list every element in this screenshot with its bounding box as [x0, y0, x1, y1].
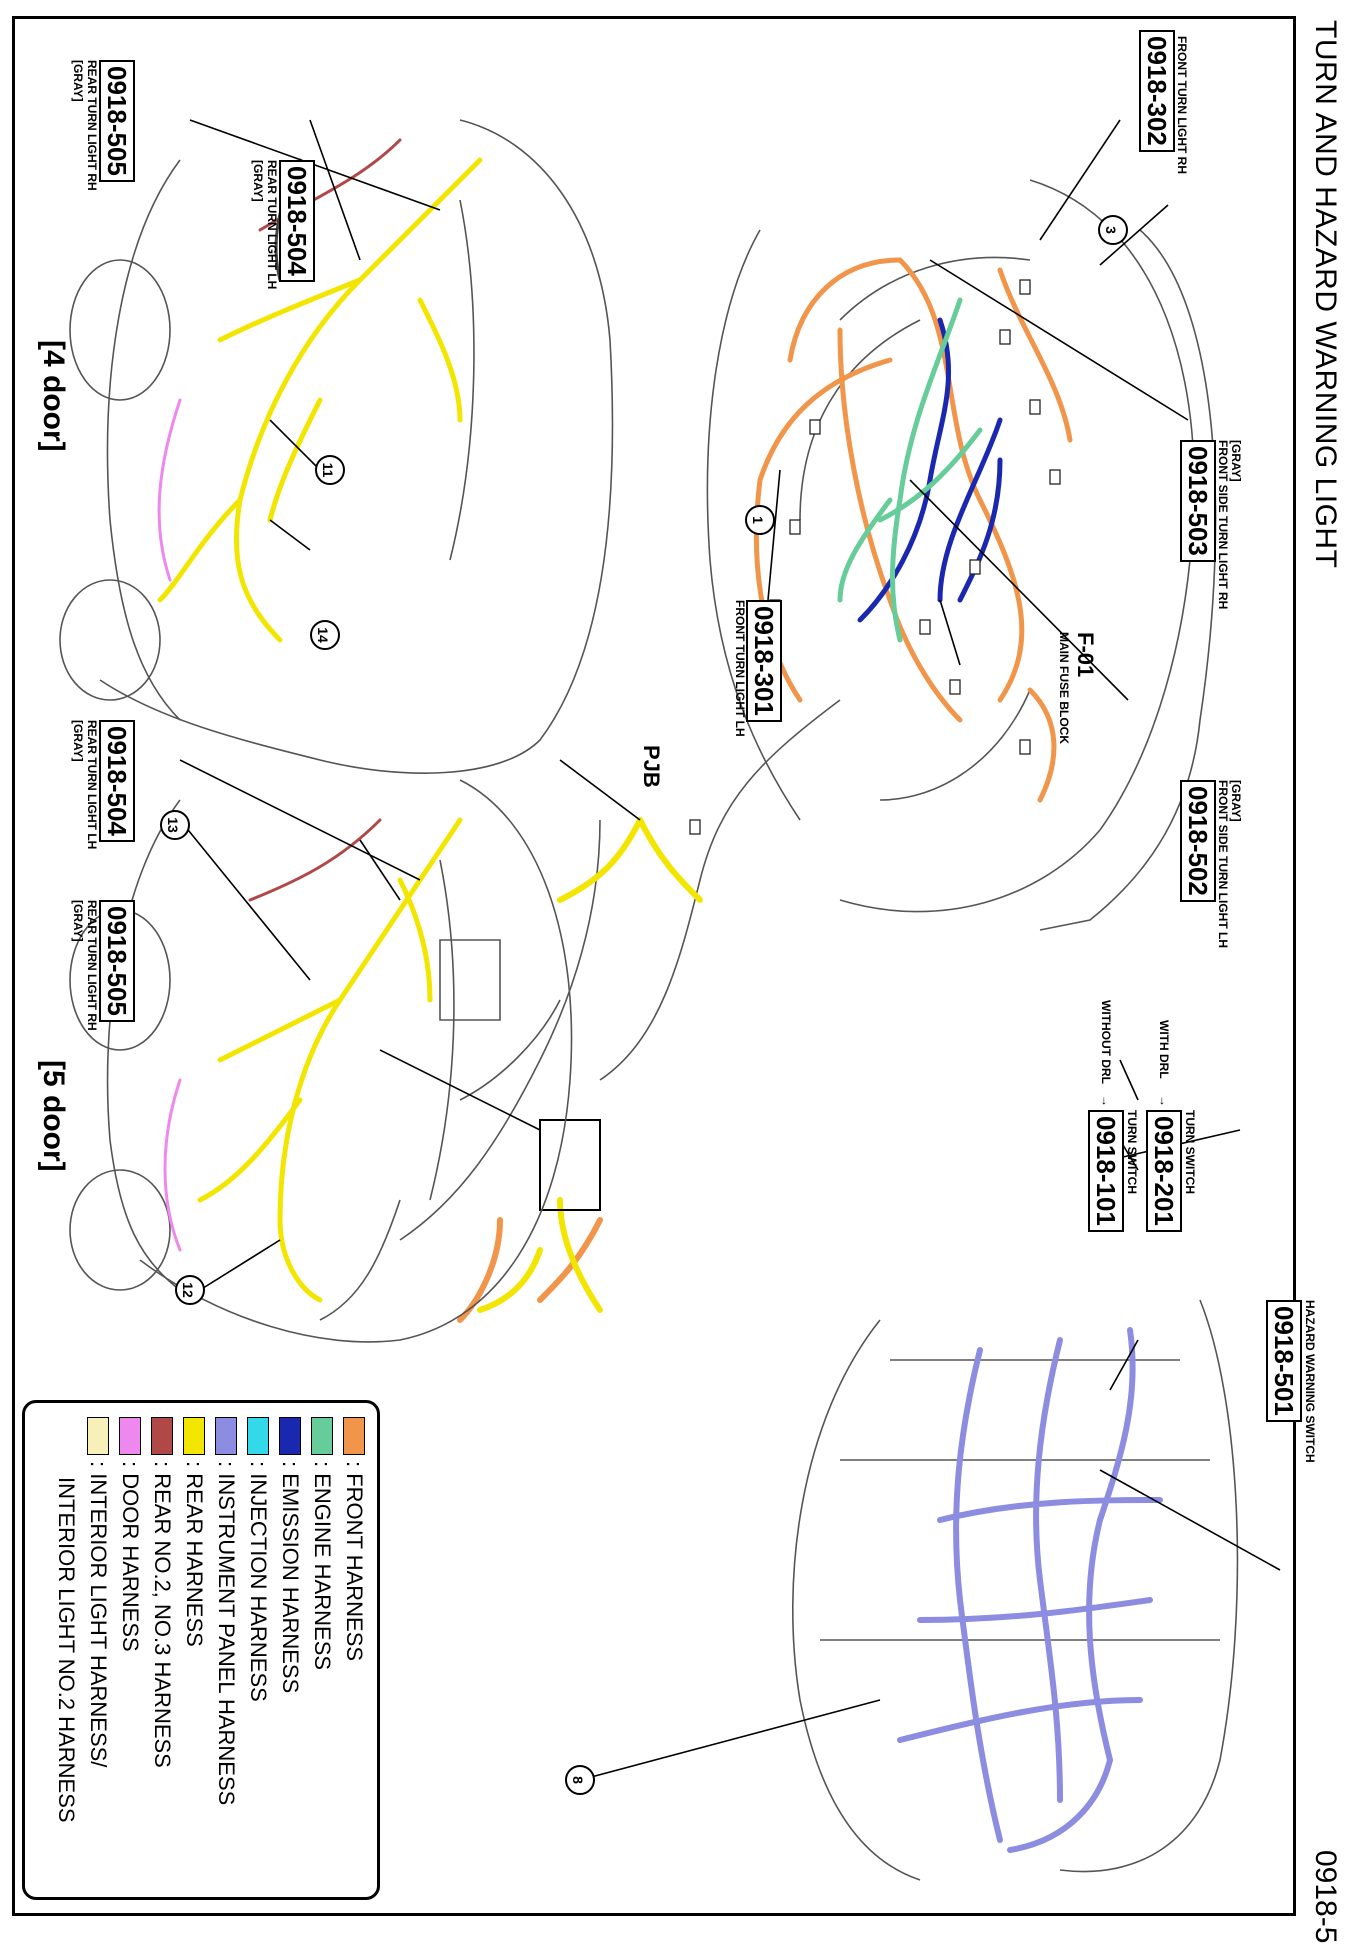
without-drl-arrow-icon: →	[1099, 1095, 1113, 1107]
circle-marker-14: 14	[310, 620, 340, 650]
with-drl-label: WITH DRL	[1157, 1020, 1171, 1079]
legend-label: : EMISSION HARNESS	[278, 1461, 303, 1694]
legend-label: : INSTRUMENT PANEL HARNESS	[214, 1461, 239, 1806]
with-drl-arrow-icon: →	[1157, 1095, 1171, 1107]
connector-caption-0918-501: HAZARD WARNING SWITCH	[1303, 1300, 1317, 1463]
connector-code-0918-501[interactable]: 0918-501	[1266, 1300, 1302, 1422]
legend-label: : FRONT HARNESS	[342, 1461, 367, 1662]
five-door-other-wires	[163, 818, 382, 1252]
circle-marker-1: 1	[745, 505, 775, 535]
connector-code-0918-504-4door[interactable]: 0918-504	[279, 160, 315, 282]
circle-marker-8: 8	[565, 1765, 595, 1795]
five-door-car-outline	[69, 779, 573, 1343]
connector-caption-0918-302: FRONT TURN LIGHT RH	[1175, 36, 1189, 174]
connector-caption-0918-504-5door: REAR TURN LIGHT LH	[85, 720, 99, 850]
connector-caption-0918-505-5door: REAR TURN LIGHT RH	[85, 900, 99, 1031]
circle-marker-13: 13	[160, 810, 190, 840]
five-door-rear-harness	[197, 817, 463, 1303]
legend-swatch	[247, 1417, 269, 1455]
legend-swatch	[87, 1417, 109, 1455]
connector-caption-0918-504-4door: REAR TURN LIGHT LH	[265, 160, 279, 290]
legend-swatch	[311, 1417, 333, 1455]
connector-caption-color-0918-505-4door: [GRAY]	[71, 60, 85, 102]
connector-code-0918-201[interactable]: 0918-201	[1146, 1110, 1182, 1232]
fuse-block-code[interactable]: F-01	[1073, 632, 1098, 678]
connector-code-0918-101[interactable]: 0918-101	[1088, 1110, 1124, 1232]
pjb-box	[539, 1119, 601, 1211]
legend-swatch	[151, 1417, 173, 1455]
connector-caption-0918-505-4door: REAR TURN LIGHT RH	[85, 60, 99, 191]
four-door-car-outline	[59, 119, 614, 774]
legend-row: : DOOR HARNESS	[117, 1417, 143, 1883]
pjb-label[interactable]: PJB	[639, 745, 664, 788]
legend-row: : INTERIOR LIGHT HARNESS/	[85, 1417, 111, 1883]
legend-swatch	[215, 1417, 237, 1455]
legend-row-continuation: INTERIOR LIGHT NO.2 HARNESS	[53, 1417, 79, 1883]
legend-row: : INSTRUMENT PANEL HARNESS	[213, 1417, 239, 1883]
legend-label: INTERIOR LIGHT NO.2 HARNESS	[54, 1477, 79, 1823]
legend-label: : DOOR HARNESS	[118, 1461, 143, 1652]
connector-caption-color-0918-505-5door: [GRAY]	[71, 900, 85, 942]
connector-caption-color-0918-504-5door: [GRAY]	[71, 720, 85, 762]
leader-lines	[179, 119, 1281, 1781]
legend-swatch	[183, 1417, 205, 1455]
connector-code-0918-504-5door[interactable]: 0918-504	[99, 720, 135, 842]
legend-row: : INJECTION HARNESS	[245, 1417, 271, 1883]
legend-label: : INTERIOR LIGHT HARNESS/	[86, 1461, 111, 1768]
legend-row: : REAR NO.2, NO.3 HARNESS	[149, 1417, 175, 1883]
legend-row: : FRONT HARNESS	[341, 1417, 367, 1883]
connector-caption-0918-201: TURN SWITCH	[1183, 1110, 1197, 1194]
legend-row: : REAR HARNESS	[181, 1417, 207, 1883]
connector-caption-0918-503: FRONT SIDE TURN LIGHT RH	[1216, 440, 1230, 610]
instrument-panel-outline	[791, 1299, 1239, 1881]
connector-code-0918-505-4door[interactable]: 0918-505	[99, 60, 135, 182]
connector-caption-0918-502: FRONT SIDE TURN LIGHT LH	[1216, 780, 1230, 948]
legend-swatch	[343, 1417, 365, 1455]
connector-code-0918-503[interactable]: 0918-503	[1180, 440, 1216, 562]
pjb-harness-wires	[457, 817, 703, 1323]
connector-code-0918-301[interactable]: 0918-301	[746, 600, 782, 722]
legend-label: : INJECTION HARNESS	[246, 1461, 271, 1702]
engine-bay-outline	[706, 179, 1217, 931]
without-drl-label: WITHOUT DRL	[1099, 1000, 1113, 1084]
legend-swatch	[279, 1417, 301, 1455]
five-door-label: [5 door]	[37, 1060, 70, 1172]
connector-caption-color-0918-503: [GRAY]	[1229, 440, 1243, 482]
four-door-label: [4 door]	[37, 340, 70, 452]
legend-label: : REAR NO.2, NO.3 HARNESS	[150, 1461, 175, 1768]
circle-marker-3: 3	[1098, 215, 1128, 245]
circle-marker-11: 11	[315, 455, 345, 485]
connector-caption-0918-101: TURN SWITCH	[1125, 1110, 1139, 1194]
instrument-panel-wires	[897, 1327, 1163, 1853]
connector-code-0918-502[interactable]: 0918-502	[1180, 780, 1216, 902]
connector-code-0918-505-5door[interactable]: 0918-505	[99, 900, 135, 1022]
four-door-rear-harness	[157, 157, 483, 643]
legend-swatch	[119, 1417, 141, 1455]
engine-harness-wires	[753, 257, 1073, 803]
connector-caption-0918-301: FRONT TURN LIGHT LH	[733, 600, 747, 737]
engine-connectors	[689, 279, 1061, 835]
connector-code-0918-302[interactable]: 0918-302	[1139, 30, 1175, 152]
connector-caption-color-0918-502: [GRAY]	[1229, 780, 1243, 822]
legend-label: : REAR HARNESS	[182, 1461, 207, 1647]
legend-row: : ENGINE HARNESS	[309, 1417, 335, 1883]
fuse-block-caption: MAIN FUSE BLOCK	[1057, 632, 1071, 744]
connector-caption-color-0918-504-4door: [GRAY]	[251, 160, 265, 202]
legend-label: : ENGINE HARNESS	[310, 1461, 335, 1671]
legend-row: : EMISSION HARNESS	[277, 1417, 303, 1883]
circle-marker-12: 12	[175, 1275, 205, 1305]
pjb-area-outline	[319, 699, 841, 1321]
harness-color-legend: : FRONT HARNESS : ENGINE HARNESS : EMISS…	[22, 1400, 380, 1900]
